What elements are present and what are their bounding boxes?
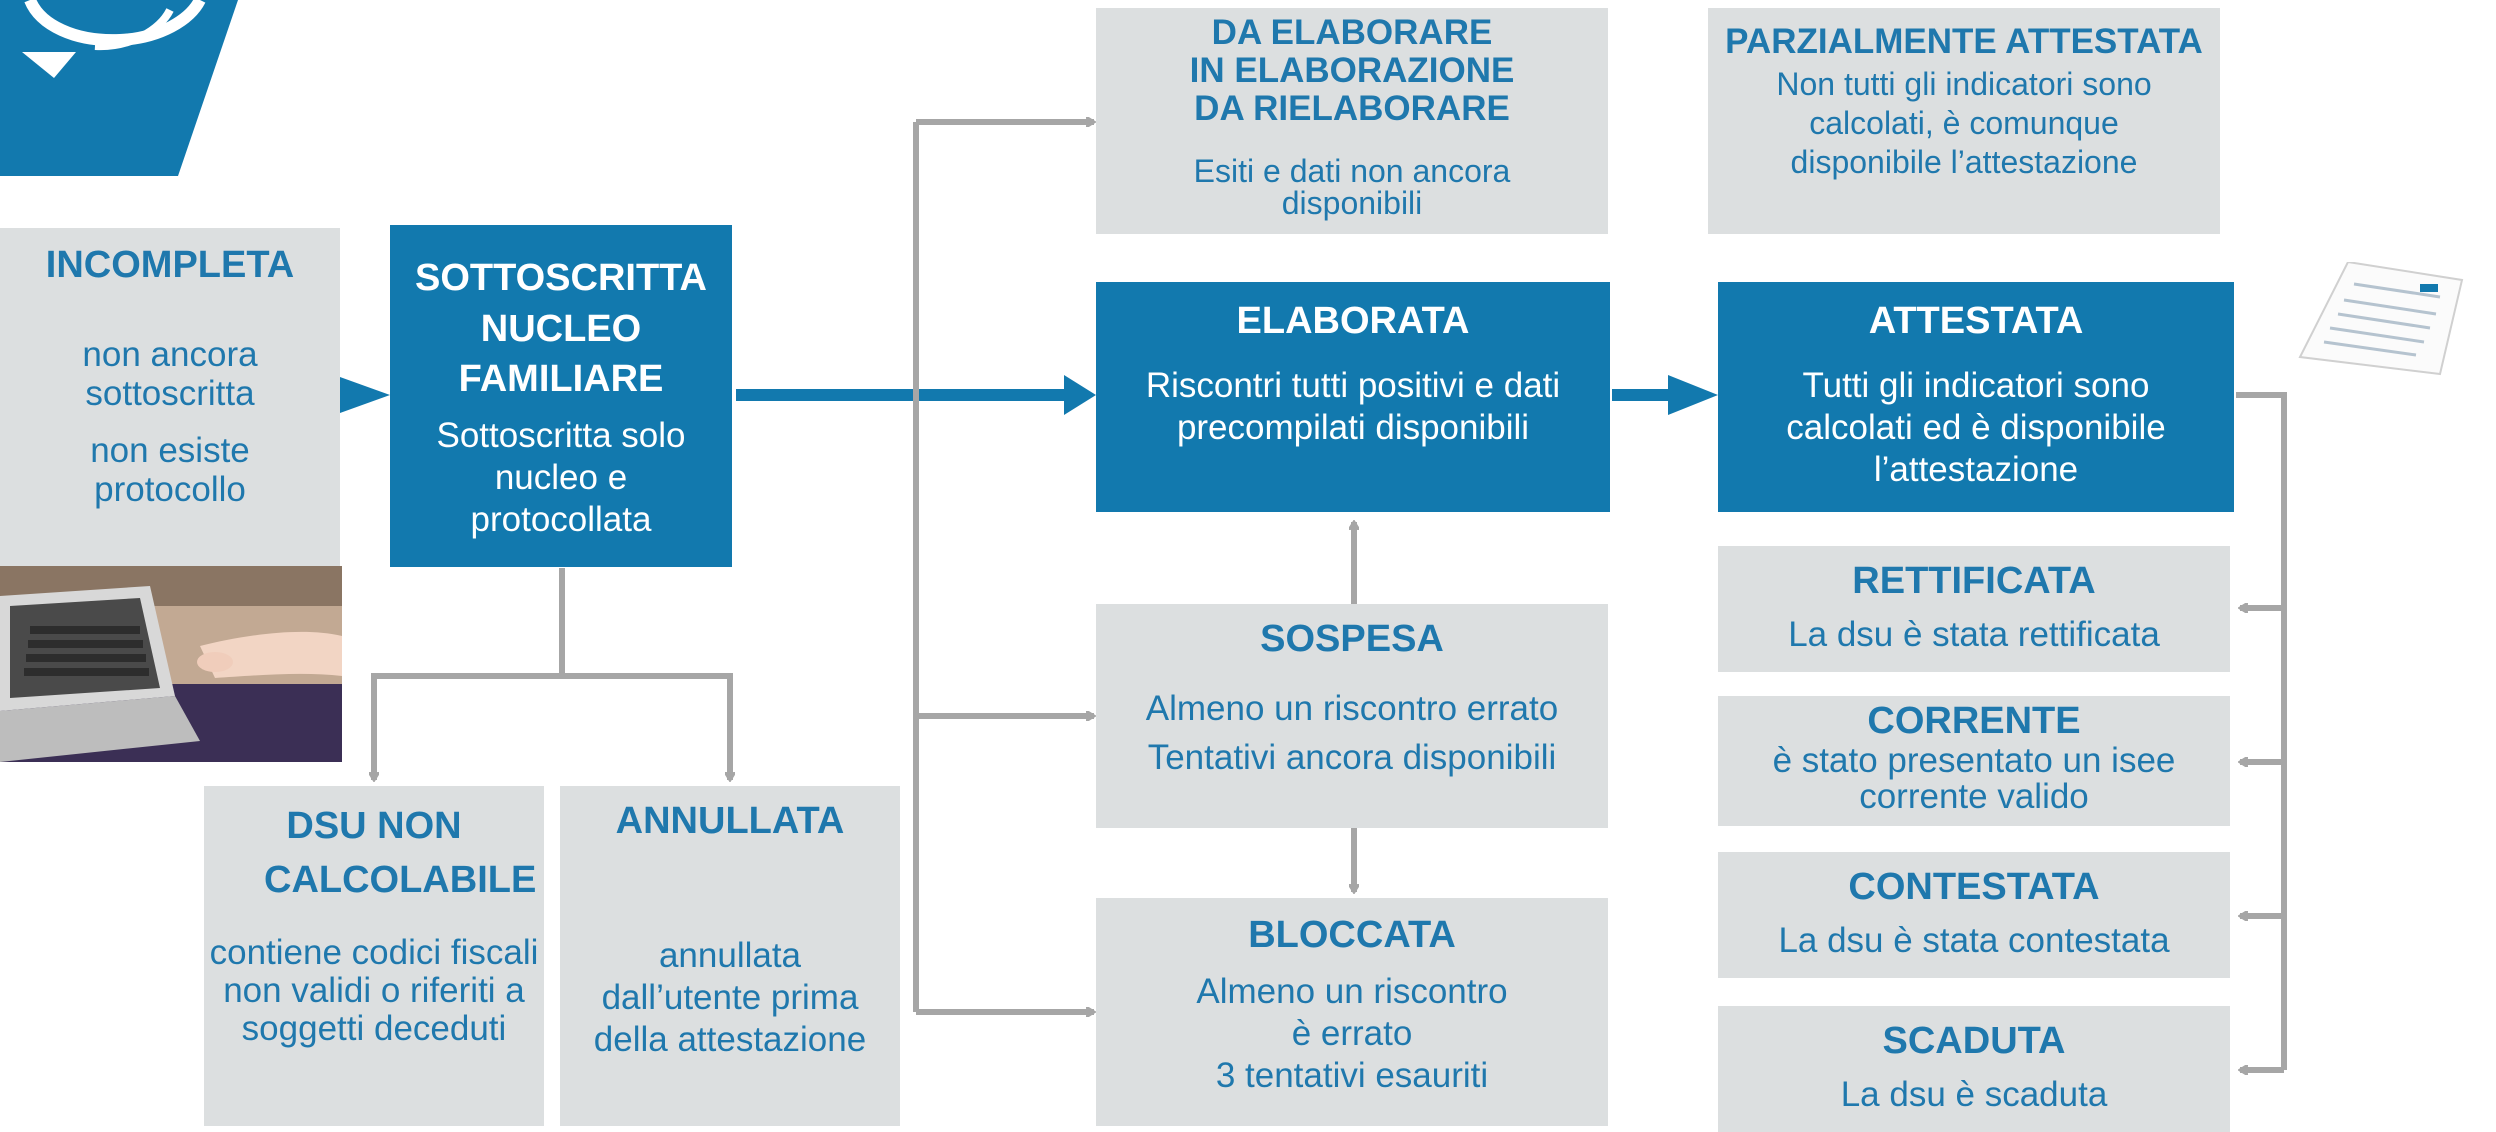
state-contestata: CONTESTATA La dsu è stata contestata [1718,852,2230,978]
state-elaborata: ELABORATA Riscontri tutti positivi e dat… [1096,282,1610,512]
state-description: Almeno un riscontro [1196,971,1508,1011]
state-description: contiene codici fiscali non validi o rif… [209,932,539,1048]
state-bloccata: BLOCCATA Almeno un riscontro è errato 3 … [1096,898,1608,1126]
state-title: RETTIFICATA [1852,560,2096,602]
state-title: SOSPESA [1260,618,1444,660]
state-description: Almeno un riscontro errato [1145,688,1559,728]
state-title: CONTESTATA [1848,866,2100,908]
state-title: DA RIELABORARE [1194,88,1510,128]
state-description: Non tutti gli indicatori sono calcolati,… [1776,66,2152,181]
state-description: La dsu è stata contestata [1778,920,2170,960]
state-description: Sottoscritta solo nucleo e protocollata [436,415,686,539]
state-description: annullata dall’utente prima della attest… [593,935,867,1059]
state-da-elaborare: DA ELABORARE IN ELABORAZIONE DA RIELABOR… [1096,8,1608,234]
state-description: La dsu è stata rettificata [1788,614,2160,654]
state-title: IN ELABORAZIONE [1189,50,1515,90]
state-dsu-non-calcolabile: DSU NON CALCOLABILE contiene codici fisc… [204,786,544,1126]
state-description: è stato presentato un isee corrente vali… [1772,740,2176,817]
state-title: INCOMPLETA [45,244,295,286]
state-annullata: ANNULLATA annullata dall’utente prima de… [560,786,900,1126]
state-description: La dsu è scaduta [1840,1074,2108,1114]
refresh-arrows-icon [0,0,238,176]
state-description: Esiti e dati non ancora disponibili [1193,153,1511,222]
state-title: DSU NON CALCOLABILE [264,805,537,901]
state-rettificata: RETTIFICATA La dsu è stata rettificata [1718,546,2230,672]
state-description: è errato [1291,1013,1413,1053]
state-incompleta: INCOMPLETA non ancora sottoscritta non e… [0,228,340,566]
state-title: ANNULLATA [615,800,845,842]
state-attestata: ATTESTATA Tutti gli indicatori sono calc… [1718,282,2234,512]
state-title: DA ELABORARE [1211,13,1493,52]
state-description: Tutti gli indicatori sono calcolati ed è… [1786,365,2166,489]
state-title: CORRENTE [1867,700,2081,742]
state-title: PARZIALMENTE ATTESTATA [1725,22,2203,61]
state-title: ATTESTATA [1868,300,2084,342]
laptop-image [0,566,342,762]
document-image [2298,262,2464,376]
state-sottoscritta: SOTTOSCRITTA NUCLEO FAMILIARE Sottoscrit… [390,225,732,567]
state-title: SOTTOSCRITTA NUCLEO FAMILIARE [414,257,708,401]
state-description: 3 tentativi esauriti [1215,1055,1489,1095]
state-title: ELABORATA [1236,300,1470,342]
state-description: Riscontri tutti positivi e dati precompi… [1145,365,1561,447]
state-title: SCADUTA [1882,1020,2066,1062]
state-title: BLOCCATA [1248,914,1456,956]
state-corrente: CORRENTE è stato presentato un isee corr… [1718,696,2230,826]
state-description: non ancora sottoscritta [82,334,258,413]
state-description: Tentativi ancora disponibili [1147,737,1557,777]
state-description: non esiste protocollo [90,430,250,510]
state-scaduta: SCADUTA La dsu è scaduta [1718,1006,2230,1132]
state-parzialmente-attestata: PARZIALMENTE ATTESTATA Non tutti gli ind… [1708,8,2220,234]
state-sospesa: SOSPESA Almeno un riscontro errato Tenta… [1096,604,1608,828]
